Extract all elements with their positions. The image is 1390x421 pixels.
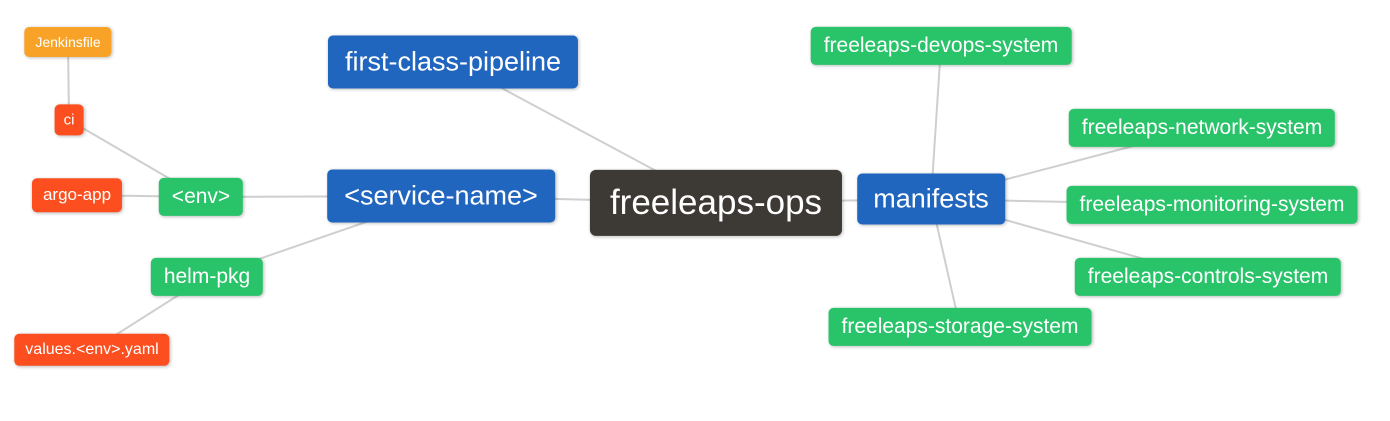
- node-label: freeleaps-monitoring-system: [1079, 192, 1345, 216]
- mindmap-node-network-system[interactable]: freeleaps-network-system: [1068, 108, 1336, 148]
- mindmap-node-helm-pkg[interactable]: helm-pkg: [150, 257, 264, 297]
- mindmap-node-first-class-pipeline[interactable]: first-class-pipeline: [327, 35, 579, 89]
- mindmap-node-jenkinsfile[interactable]: Jenkinsfile: [24, 26, 112, 58]
- node-label: ci: [63, 111, 75, 129]
- node-label: manifests: [873, 183, 989, 214]
- mindmap-node-ci[interactable]: ci: [54, 104, 84, 136]
- node-label: freeleaps-ops: [609, 182, 823, 222]
- mindmap-node-monitoring-system[interactable]: freeleaps-monitoring-system: [1066, 185, 1358, 225]
- mindmap-node-env[interactable]: <env>: [158, 177, 244, 217]
- mindmap-node-storage-system[interactable]: freeleaps-storage-system: [828, 307, 1092, 347]
- node-label: first-class-pipeline: [344, 46, 562, 77]
- node-label: Jenkinsfile: [35, 33, 101, 50]
- node-label: values.<env>.yaml: [25, 340, 159, 358]
- mindmap-node-devops-system[interactable]: freeleaps-devops-system: [810, 26, 1072, 66]
- node-label: freeleaps-storage-system: [841, 314, 1079, 338]
- node-label: <service-name>: [344, 180, 538, 211]
- mindmap-node-values-yaml[interactable]: values.<env>.yaml: [14, 333, 170, 367]
- mindmap-node-controls-system[interactable]: freeleaps-controls-system: [1074, 257, 1342, 297]
- node-label: freeleaps-network-system: [1081, 115, 1323, 139]
- mindmap-node-argo-app[interactable]: argo-app: [31, 178, 123, 212]
- node-label: <env>: [171, 184, 231, 208]
- node-label: freeleaps-devops-system: [823, 33, 1059, 57]
- mindmap-node-freeleaps-ops[interactable]: freeleaps-ops: [589, 169, 843, 237]
- node-label: argo-app: [42, 185, 112, 205]
- node-label: helm-pkg: [163, 264, 251, 288]
- mindmap-node-service-name[interactable]: <service-name>: [327, 169, 555, 223]
- node-label: freeleaps-controls-system: [1087, 264, 1329, 288]
- mindmap-node-manifests[interactable]: manifests: [857, 173, 1005, 225]
